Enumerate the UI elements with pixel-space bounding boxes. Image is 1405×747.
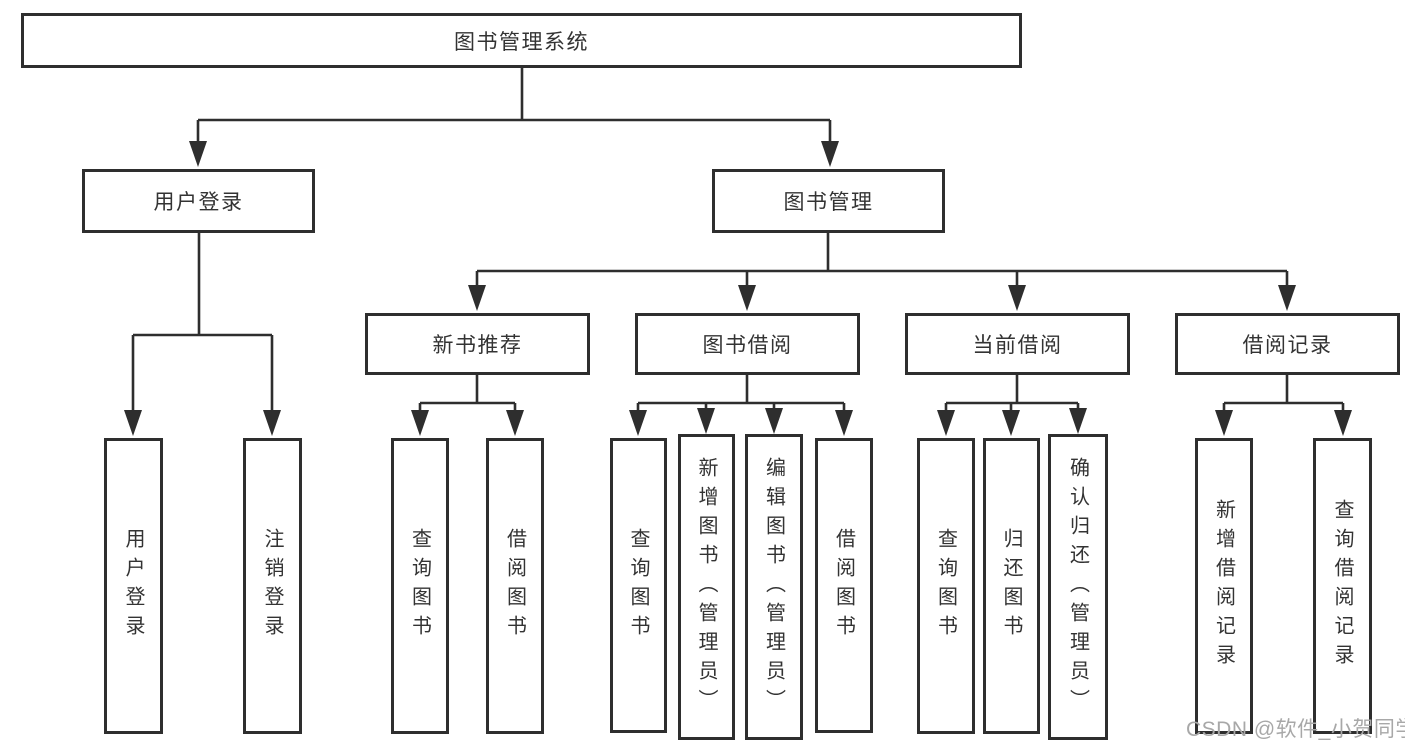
leaf-cb-return-book: 归还图书 bbox=[983, 438, 1040, 734]
connector-book-borrow-children bbox=[629, 375, 853, 436]
node-current-borrow-label: 当前借阅 bbox=[972, 334, 1063, 357]
connector-borrow-records-children bbox=[1215, 375, 1352, 436]
node-book-mgmt: 图书管理 bbox=[712, 169, 945, 233]
node-user-login: 用户登录 bbox=[82, 169, 315, 233]
node-root-label: 图书管理系统 bbox=[454, 30, 589, 54]
leaf-bb-edit-book: 编辑图书（管理员） bbox=[745, 434, 803, 740]
leaf-rec-borrow-book-label: 借阅图书 bbox=[503, 528, 526, 644]
node-book-borrow: 图书借阅 bbox=[635, 313, 860, 375]
node-borrow-records: 借阅记录 bbox=[1175, 313, 1400, 375]
leaf-logout: 注销登录 bbox=[243, 438, 302, 734]
connector-current-borrow-children bbox=[937, 375, 1087, 436]
leaf-br-query-record: 查询借阅记录 bbox=[1313, 438, 1372, 734]
csdn-watermark: CSDN @软件_小贺同学 bbox=[1186, 718, 1405, 741]
leaf-rec-borrow-book: 借阅图书 bbox=[486, 438, 544, 734]
leaf-cb-confirm-return: 确认归还（管理员） bbox=[1048, 434, 1108, 740]
node-new-book-rec: 新书推荐 bbox=[365, 313, 590, 375]
connector-new-book-rec-children bbox=[411, 375, 524, 436]
connector-user-login-children bbox=[124, 233, 281, 436]
node-book-borrow-label: 图书借阅 bbox=[702, 334, 793, 357]
leaf-cb-query-book: 查询图书 bbox=[917, 438, 975, 734]
leaf-bb-query-book-label: 查询图书 bbox=[627, 527, 649, 644]
leaf-bb-add-book-label: 新增图书（管理员） bbox=[695, 456, 717, 718]
leaf-br-add-record-label: 新增借阅记录 bbox=[1212, 499, 1235, 673]
node-new-book-rec-label: 新书推荐 bbox=[432, 334, 523, 357]
connector-root-to-level2 bbox=[189, 68, 839, 167]
node-current-borrow: 当前借阅 bbox=[905, 313, 1130, 375]
leaf-cb-return-book-label: 归还图书 bbox=[1000, 528, 1022, 644]
leaf-bb-borrow-book-label: 借阅图书 bbox=[832, 527, 855, 644]
node-book-mgmt-label: 图书管理 bbox=[783, 191, 874, 214]
leaf-cb-query-book-label: 查询图书 bbox=[934, 528, 957, 644]
connector-book-mgmt-children bbox=[468, 233, 1296, 311]
node-user-login-label: 用户登录 bbox=[153, 191, 244, 214]
leaf-br-add-record: 新增借阅记录 bbox=[1195, 438, 1253, 734]
leaf-logout-label: 注销登录 bbox=[261, 528, 283, 644]
leaf-bb-edit-book-label: 编辑图书（管理员） bbox=[762, 456, 785, 718]
leaf-br-query-record-label: 查询借阅记录 bbox=[1331, 499, 1353, 673]
leaf-user-login: 用户登录 bbox=[104, 438, 163, 734]
leaf-rec-query-book: 查询图书 bbox=[391, 438, 449, 734]
leaf-bb-add-book: 新增图书（管理员） bbox=[678, 434, 735, 740]
leaf-bb-query-book: 查询图书 bbox=[610, 438, 667, 733]
node-borrow-records-label: 借阅记录 bbox=[1242, 334, 1333, 357]
leaf-bb-borrow-book: 借阅图书 bbox=[815, 438, 873, 733]
node-root: 图书管理系统 bbox=[21, 13, 1022, 68]
leaf-user-login-label: 用户登录 bbox=[122, 528, 144, 644]
leaf-rec-query-book-label: 查询图书 bbox=[408, 528, 431, 644]
leaf-cb-confirm-return-label: 确认归还（管理员） bbox=[1066, 456, 1089, 718]
